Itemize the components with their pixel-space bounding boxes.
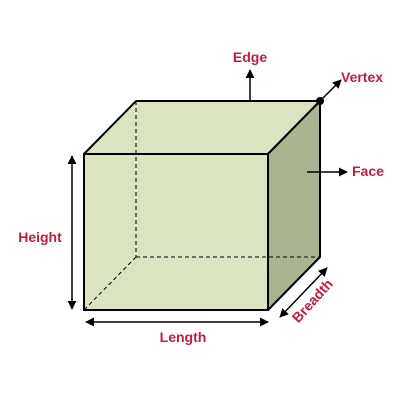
face-label: Face (352, 163, 384, 179)
vertex-label: Vertex (341, 69, 383, 85)
front-face (83, 153, 269, 311)
hidden-edge-depth (83, 256, 137, 311)
hidden-edges (83, 101, 320, 311)
vertex-arrow (319, 79, 342, 102)
edge-label: Edge (233, 49, 267, 65)
breadth-arrow (279, 267, 328, 318)
length-label: Length (160, 329, 207, 345)
height-label: Height (18, 229, 62, 245)
